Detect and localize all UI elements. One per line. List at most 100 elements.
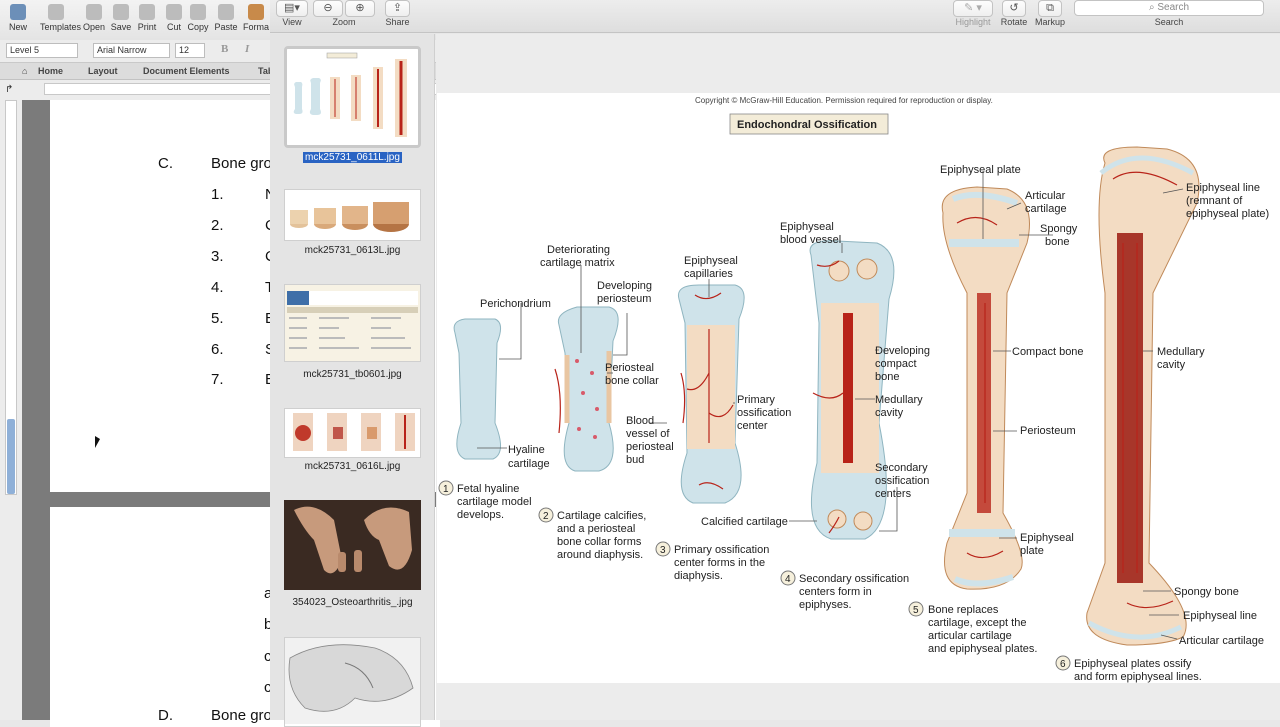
thumbnail-osteoarthritis[interactable]: [284, 500, 421, 590]
label-line: cavity: [1157, 359, 1186, 371]
thumbnail-fracture-repair[interactable]: [284, 408, 421, 458]
search-input[interactable]: ⌕ Search: [1074, 0, 1264, 16]
step-line: center forms in the: [674, 557, 765, 569]
font-select[interactable]: Arial Narrow: [93, 43, 170, 58]
label-line: Developing: [875, 345, 930, 357]
label-developing-periosteum: Developingperiosteum: [597, 280, 652, 305]
label-medullary-cavity-stage4: Medullarycavity: [875, 394, 923, 419]
thumbnail-caption[interactable]: 354023_Osteoarthritis_.jpg: [274, 597, 431, 609]
zoom-out-button[interactable]: ⊖: [313, 0, 343, 17]
thumbnail-caption[interactable]: mck25731_0611L.jpg: [274, 152, 431, 164]
brush-icon: [248, 4, 264, 20]
step-line: and a periosteal: [557, 523, 635, 535]
tab-home[interactable]: Home: [38, 66, 63, 76]
label-epiphyseal-line-bottom: Epiphyseal line: [1183, 610, 1257, 622]
thumbnail-caption-text: mck25731_0613L.jpg: [305, 245, 401, 256]
thumbnail-caption[interactable]: mck25731_0616L.jpg: [274, 461, 431, 473]
label-line: cartilage matrix: [540, 257, 615, 269]
new-label: New: [9, 22, 27, 32]
print-label: Print: [138, 22, 157, 32]
step-number: 2: [543, 511, 549, 522]
figure-canvas: Copyright © McGraw-Hill Education. Permi…: [437, 93, 1280, 683]
copy-icon: [190, 4, 206, 20]
tab-document-elements[interactable]: Document Elements: [143, 66, 230, 76]
view-button[interactable]: ▤▾: [276, 0, 308, 17]
pen-icon: ✎ ▾: [964, 2, 982, 14]
highlight-button[interactable]: ✎ ▾: [953, 0, 993, 17]
style-select[interactable]: Level 5: [6, 43, 78, 58]
thumbnail-table-image: [285, 285, 420, 361]
paste-label: Paste: [214, 22, 237, 32]
label-line: vessel of: [626, 428, 670, 440]
list-item-number: 1.: [211, 186, 224, 203]
open-label: Open: [83, 22, 105, 32]
paste-button[interactable]: Paste: [210, 4, 242, 32]
step-line: and form epiphyseal lines.: [1074, 671, 1202, 683]
label-secondary-centers: Secondaryossificationcenters: [875, 462, 929, 500]
label-line: plate: [1020, 545, 1044, 557]
step-number: 1: [443, 484, 449, 495]
thumbnail-endochondral-image: [287, 49, 418, 145]
thumbnail-caption[interactable]: mck25731_0613L.jpg: [274, 245, 431, 257]
label-line: ossification: [875, 475, 929, 487]
thumbnail-table[interactable]: [284, 284, 421, 362]
label-line: blood vessel: [780, 234, 841, 246]
label-line: periosteal: [626, 441, 674, 453]
step-number: 4: [785, 574, 791, 585]
list-item-number: 4.: [211, 279, 224, 296]
image-viewer[interactable]: Copyright © McGraw-Hill Education. Permi…: [436, 34, 1280, 720]
step-4: 4 Secondary ossificationcenters form ine…: [781, 571, 909, 611]
step-text: Primary ossificationcenter forms in thed…: [674, 544, 769, 582]
step-line: Epiphyseal plates ossify: [1074, 658, 1192, 670]
new-button[interactable]: New: [2, 4, 34, 32]
zoom-in-button[interactable]: ⊕: [345, 0, 375, 17]
step-line: develops.: [457, 509, 504, 521]
label-line: bone: [1045, 236, 1069, 248]
list-item-number: 2.: [211, 217, 224, 234]
thumbnail-endochondral[interactable]: [284, 46, 421, 148]
thumbnail-bone-growth[interactable]: [284, 189, 421, 241]
label-line: Medullary: [875, 394, 923, 406]
templates-button[interactable]: Templates: [40, 4, 72, 32]
step-line: articular cartilage: [928, 630, 1012, 642]
folder-icon: [86, 4, 102, 20]
label-line: Developing: [597, 280, 652, 292]
toolbox-icon: ⧉: [1046, 2, 1054, 14]
rotate-button[interactable]: ↺: [1002, 0, 1026, 17]
label-line: Spongy: [1040, 223, 1078, 235]
thumbnail-bone-sketch[interactable]: [284, 637, 421, 727]
section-d-label: D.: [158, 707, 173, 724]
bold-button[interactable]: B: [221, 43, 228, 55]
label-line: Epiphyseal: [684, 255, 738, 267]
step-line: around diaphysis.: [557, 549, 643, 561]
stage-3-primary-center: [678, 285, 744, 503]
zoom-label: Zoom: [313, 17, 375, 27]
size-select[interactable]: 12: [175, 43, 205, 58]
label-line: Secondary: [875, 462, 928, 474]
zoom-in-icon: ⊕: [355, 2, 364, 14]
label-line: Primary: [737, 394, 775, 406]
label-line: Hyaline: [508, 444, 545, 456]
tab-layout[interactable]: Layout: [88, 66, 118, 76]
zoom-out-icon: ⊖: [323, 2, 332, 14]
stage-5-bone-replaces: [942, 187, 1029, 589]
format-button[interactable]: Forma: [240, 4, 272, 32]
tab-stop-icon[interactable]: ↱: [5, 84, 13, 95]
step-2: 2 Cartilage calcifies,and a periostealbo…: [539, 508, 646, 561]
step-line: Secondary ossification: [799, 573, 909, 585]
search-label: Search: [1074, 17, 1264, 27]
thumbnail-bone-growth-image: [285, 190, 420, 240]
share-button[interactable]: ⇪: [385, 0, 410, 17]
vertical-ruler[interactable]: [5, 100, 17, 495]
label-epiphyseal-blood-vessel: Epiphysealblood vessel: [780, 221, 841, 246]
thumbnail-caption[interactable]: mck25731_tb0601.jpg: [274, 369, 431, 381]
italic-button[interactable]: I: [245, 43, 249, 55]
templates-icon: [48, 4, 64, 20]
markup-button[interactable]: ⧉: [1038, 0, 1062, 17]
sidebar-icon: ▤▾: [284, 2, 300, 14]
list-item-number: 7.: [211, 371, 224, 388]
label-medullary-cavity-stage6: Medullarycavity: [1157, 346, 1205, 371]
label-deteriorating-matrix: Deterioratingcartilage matrix: [540, 244, 615, 269]
